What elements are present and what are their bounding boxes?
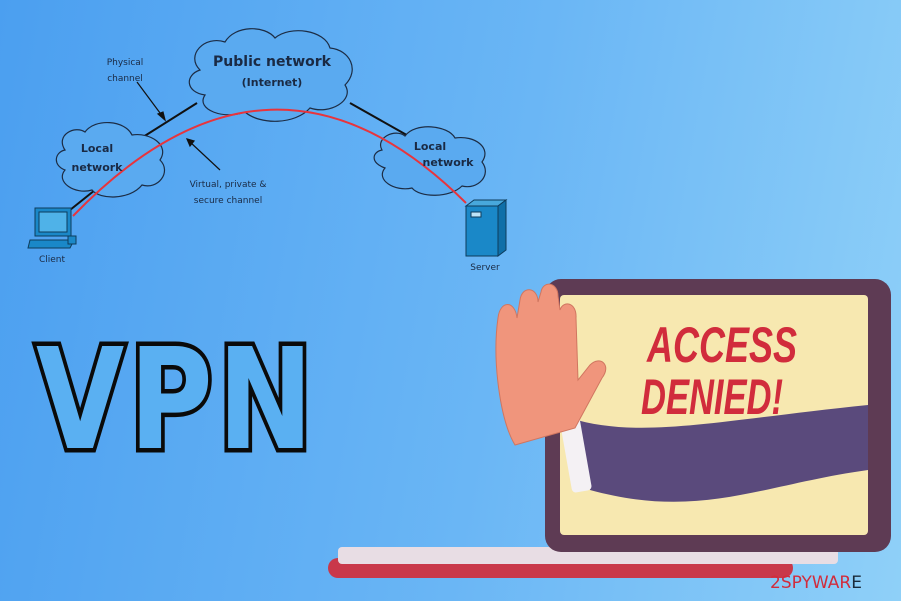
physical-channel-label-2: channel [107,74,143,84]
hand-icon [495,283,607,446]
local-network-right-label-1: Local [414,140,446,153]
client-label: Client [39,255,66,265]
watermark-end: E [851,573,862,593]
internet-label: (Internet) [242,76,303,89]
virtual-arrow [189,141,221,171]
secure-channel-arc [72,108,467,217]
server-label: Server [470,263,500,273]
virtual-arrowhead-icon [185,138,196,148]
virtual-channel-label-1: Virtual, private & [190,180,267,190]
watermark-main: 2SPYWAR [770,573,851,593]
client-link [69,189,96,211]
vpn-title: VPN [36,319,318,482]
physical-arrow [136,81,164,118]
server-icon [464,199,508,257]
physical-channel-label-1: Physical [107,58,144,68]
public-network-cloud [188,28,353,122]
physical-arrowhead-icon [156,111,167,122]
virtual-channel-label-2: secure channel [194,196,262,206]
physical-link-left [142,102,198,138]
sleeve [570,405,868,502]
local-network-left-cloud [55,122,166,198]
physical-link-right [349,102,413,139]
public-network-label: Public network [213,54,332,70]
watermark-logo: 2SPYWARE [770,573,862,593]
local-network-right-label-2: network [422,156,474,169]
local-network-left-label-1: Local [81,142,113,155]
denied-text: DENIED! [641,369,783,425]
local-network-left-label-2: network [71,161,123,174]
access-text: ACCESS [646,317,797,373]
local-network-right-cloud [373,126,486,196]
client-computer-icon [27,207,77,249]
